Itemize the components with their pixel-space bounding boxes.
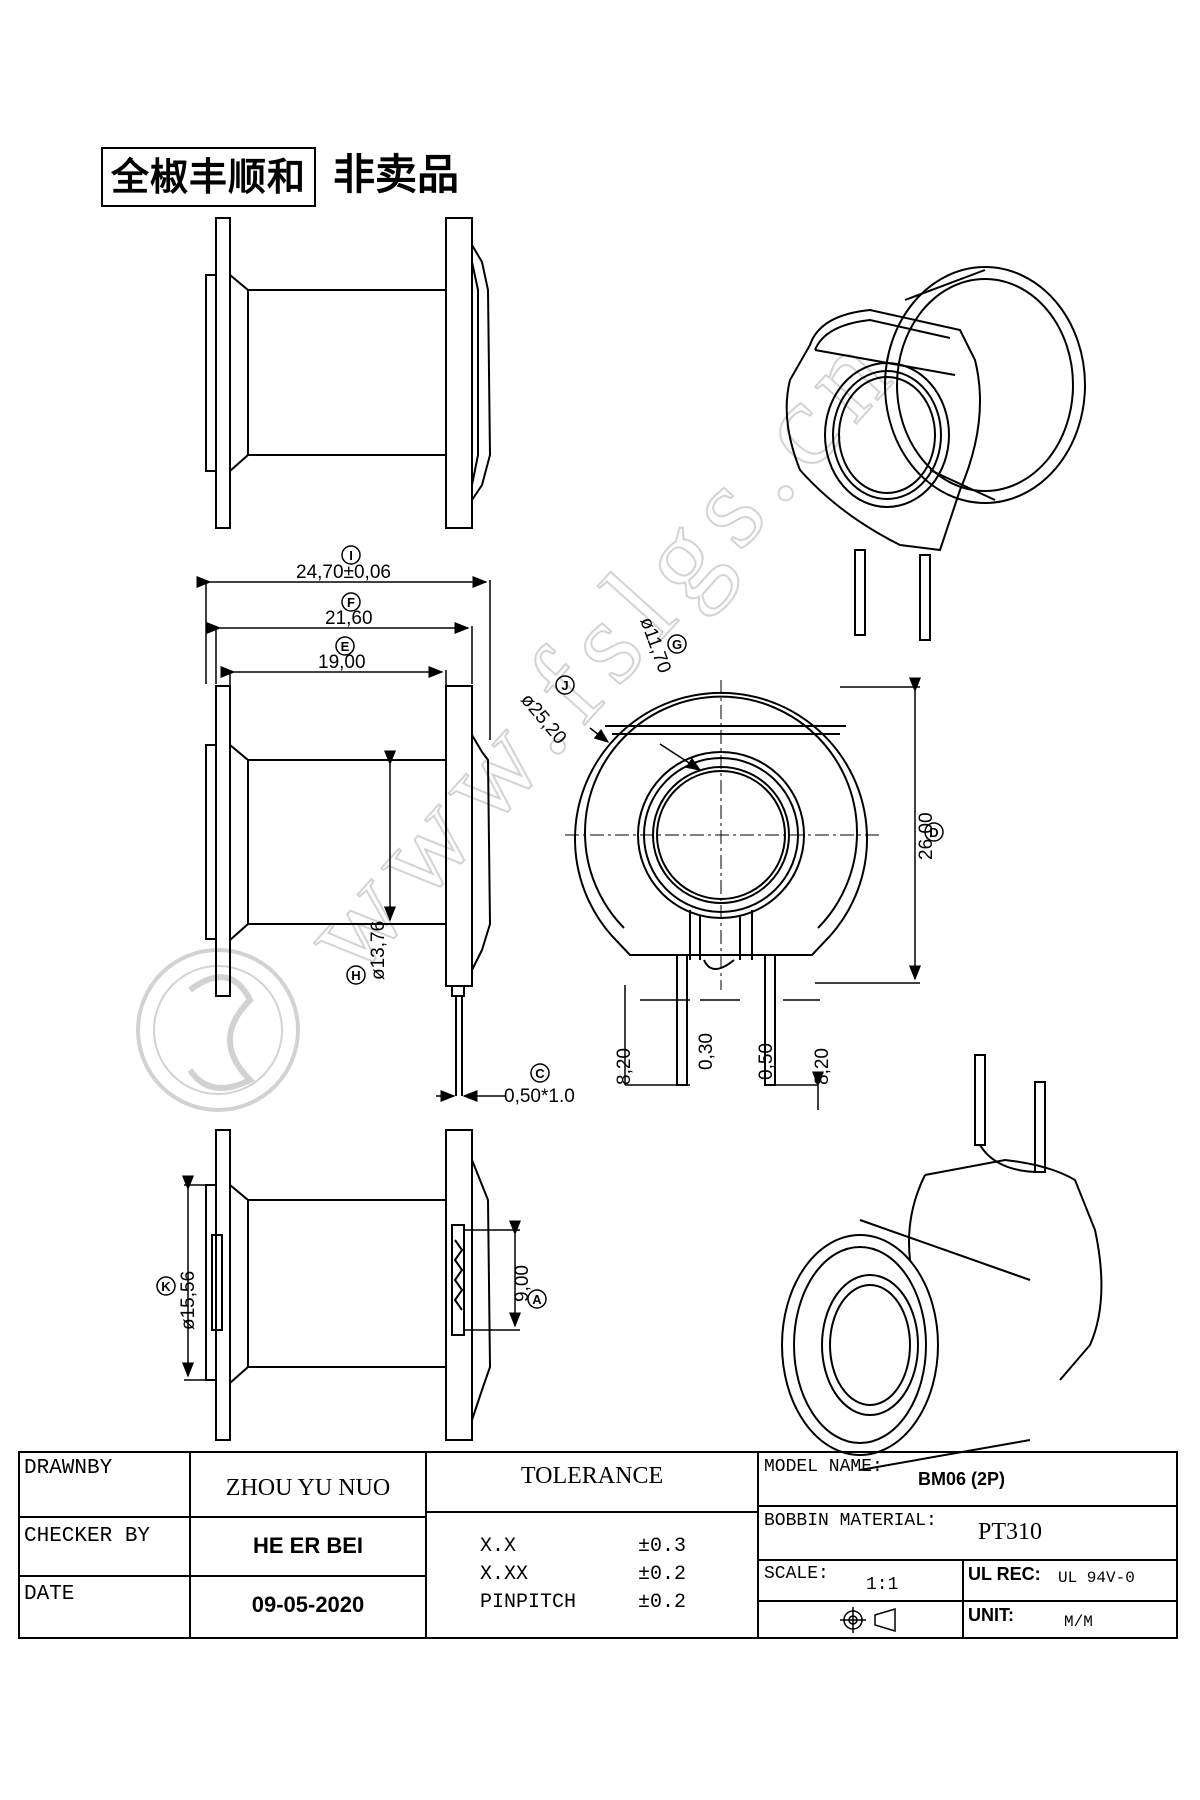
svg-text:K: K: [161, 1279, 171, 1294]
isometric-view-top: [785, 266, 1086, 641]
dim-pin-offset-left: 0,30: [696, 1033, 717, 1070]
callout-k: K: [156, 1276, 176, 1296]
middle-view-dimensions: [196, 576, 505, 1102]
watermark-logo: [136, 948, 300, 1112]
dim-core-diameter: ø13,76: [368, 921, 389, 980]
dim-flange-span: 21,60: [325, 608, 373, 629]
callout-d: D: [924, 822, 944, 842]
company-stamp: 全椒丰顺和: [101, 147, 317, 207]
bobbin-material-value: PT310: [978, 1519, 1043, 1545]
svg-text:E: E: [341, 639, 350, 654]
dim-pin-offset-right: 0,50: [756, 1043, 777, 1080]
tolerance-label: TOLERANCE: [520, 1463, 664, 1489]
callouts: I F E H C J G D K A: [156, 545, 944, 1309]
dim-pin-pitch: 9,00: [512, 1265, 533, 1302]
svg-text:F: F: [347, 595, 355, 610]
tolerance-name-3: PINPITCH: [480, 1591, 577, 1614]
callout-j: J: [555, 675, 575, 695]
callout-h: H: [346, 965, 366, 985]
callout-i: I: [341, 545, 361, 565]
not-for-sale-note: 非卖品: [333, 150, 460, 199]
svg-text:J: J: [561, 678, 568, 693]
date-label: DATE: [24, 1583, 75, 1606]
tolerance-name-2: X.XX: [480, 1563, 529, 1586]
callout-f: F: [341, 592, 361, 612]
ul-rec-value: UL 94V-0: [1058, 1569, 1135, 1587]
date-value: 09-05-2020: [251, 1592, 365, 1617]
bottom-view-dimensions: [182, 1175, 521, 1381]
dim-inner-diameter: ø15,56: [178, 1271, 199, 1330]
callout-g: G: [667, 634, 687, 654]
scale-label: SCALE:: [764, 1564, 829, 1584]
model-name-value: BM06 (2P): [918, 1469, 1006, 1489]
svg-text:D: D: [929, 825, 938, 840]
svg-text:H: H: [351, 968, 360, 983]
callout-a: A: [527, 1289, 547, 1309]
drawn-by-value: ZHOU YU NUO: [225, 1475, 391, 1501]
drawn-by-label: DRAWNBY: [24, 1457, 113, 1480]
isometric-view-bottom: [781, 1054, 1103, 1471]
middle-side-view: [205, 685, 492, 1096]
callout-e: E: [335, 636, 355, 656]
projection-symbol: [840, 1607, 896, 1633]
svg-text:G: G: [672, 637, 682, 652]
checker-value: HE ER BEI: [252, 1533, 364, 1558]
tolerance-name-1: X.X: [480, 1535, 517, 1558]
callout-c: C: [530, 1063, 550, 1083]
svg-text:I: I: [349, 548, 353, 563]
front-view-centerlines: [565, 680, 880, 990]
title-block-grid: [18, 1451, 1178, 1639]
middle-view-labels: 24,70±0,06 21,60 19,00 ø13,76 0,50*1.0: [296, 562, 575, 1107]
title-block: DRAWNBY ZHOU YU NUO CHECKER BY HE ER BEI…: [18, 1451, 1178, 1639]
svg-text:A: A: [532, 1292, 542, 1307]
dim-winding-length: 19,00: [318, 652, 366, 673]
bottom-side-view: [205, 1129, 492, 1441]
svg-text:C: C: [535, 1066, 545, 1081]
unit-label: UNIT:: [968, 1605, 1014, 1625]
dim-pin-length-right: 8,20: [812, 1048, 833, 1085]
tolerance-value-2: ±0.2: [638, 1563, 687, 1586]
top-side-view: [205, 217, 492, 529]
tolerance-value-1: ±0.3: [638, 1535, 687, 1558]
scale-value: 1:1: [866, 1575, 899, 1595]
unit-value: M/M: [1064, 1613, 1093, 1631]
model-name-label: MODEL NAME:: [764, 1457, 883, 1477]
bottom-view-labels: ø15,56 9,00: [178, 1265, 533, 1330]
ul-rec-label: UL REC:: [968, 1564, 1041, 1584]
dim-pin-size: 0,50*1.0: [504, 1086, 575, 1107]
dim-overall-length: 24,70±0,06: [296, 562, 391, 583]
dim-pin-length-left: 8,20: [614, 1048, 635, 1085]
checker-label: CHECKER BY: [24, 1525, 151, 1548]
bobbin-material-label: BOBBIN MATERIAL:: [764, 1511, 937, 1531]
tolerance-value-3: ±0.2: [638, 1591, 687, 1614]
front-view-dimensions: [589, 677, 921, 1110]
